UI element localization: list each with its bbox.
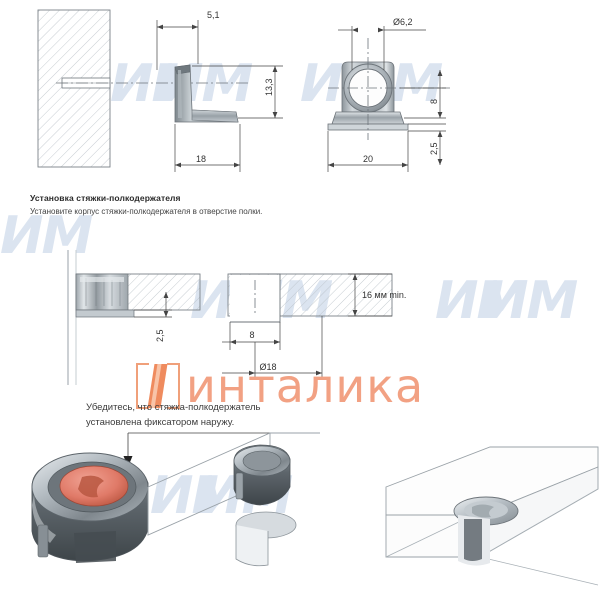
dimension-diameter-18 (222, 316, 323, 380)
shelf-section-left (75, 273, 201, 318)
installed-connector (453, 496, 519, 566)
dimension-label-8: 8 (429, 99, 439, 104)
dimension-label-2-5: 2,5 (429, 142, 439, 155)
dimension-label-5-1: 5,1 (207, 10, 220, 20)
dimension-2-5-left (134, 292, 172, 318)
shelf-section-right (227, 273, 393, 323)
dimension-label-18: 18 (196, 154, 206, 164)
section-subheading: Установите корпус стяжки-полкодержателя … (30, 207, 263, 216)
dimension-label-13-3: 13,3 (264, 78, 274, 96)
dimension-label-8-bore: 8 (249, 330, 254, 340)
dimension-8 (400, 70, 446, 119)
shelf-board (385, 446, 599, 558)
figure-side-section-view: 5,1 13,3 18 (0, 0, 300, 190)
bracket-body (174, 64, 239, 123)
dimension-diameter-6-2 (338, 26, 426, 70)
dimension-label-diameter-6-2: Ø6,2 (393, 17, 413, 27)
cam-connector-3d (31, 452, 149, 563)
dimension-label-20: 20 (363, 154, 373, 164)
figure-connector-orientation-detail (20, 425, 320, 600)
dimension-20 (327, 131, 409, 172)
installation-note-line-2: установлена фиксатором наружу. (86, 417, 235, 428)
drilled-hole (235, 511, 297, 567)
dimension-2-5 (408, 123, 446, 165)
dimension-5-1 (156, 20, 199, 70)
connector-above-hole (233, 444, 291, 506)
dimension-label-16mm-min: 16 мм min. (362, 290, 406, 300)
section-heading: Установка стяжки-полкодержателя (30, 193, 181, 203)
figure-front-view: Ø6,2 8 2,5 (300, 0, 600, 190)
installation-note: Убедитесь, что стяжка-полкодержатель уст… (86, 400, 260, 430)
installation-note-line-1: Убедитесь, что стяжка-полкодержатель (86, 402, 261, 413)
wall-section (37, 9, 111, 168)
vertical-panel-edge (67, 250, 77, 385)
figure-installed-connector (330, 445, 600, 600)
dimension-13-3 (192, 65, 283, 119)
dimension-label-diameter-18: Ø18 (259, 362, 276, 372)
dimension-label-2-5-left: 2,5 (155, 329, 165, 342)
dimension-18 (174, 124, 241, 172)
dimension-16mm-min (348, 273, 392, 317)
figure-shelf-sections: 2,5 16 мм min. (0, 230, 600, 390)
